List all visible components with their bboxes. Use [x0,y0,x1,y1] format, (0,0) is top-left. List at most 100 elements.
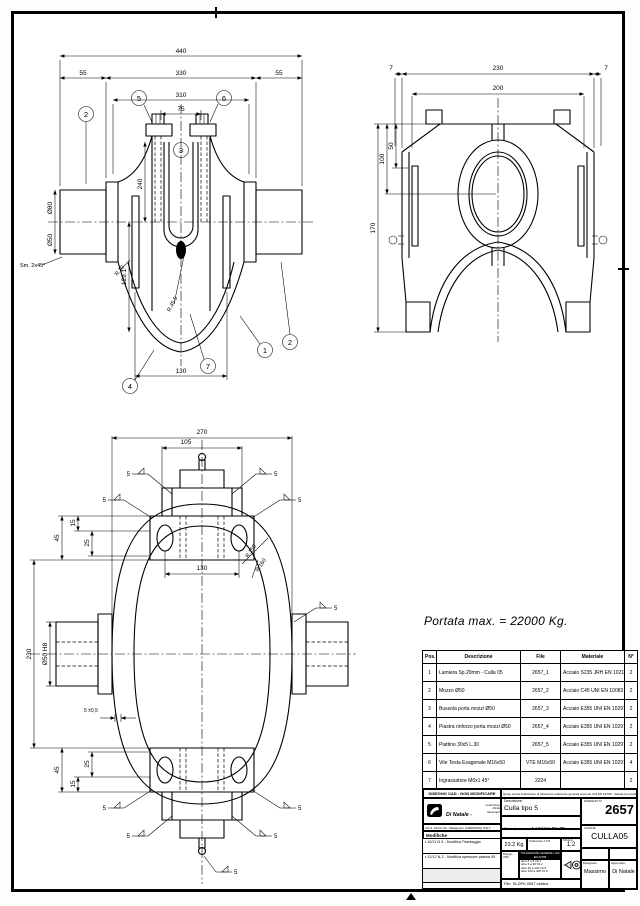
weld-symbol: 5 [231,467,278,495]
balloon-callout: 1 [239,315,273,358]
bottom-fold-mark [406,893,416,900]
dim-label: 170 [370,222,377,233]
modifiche-header: Modifiche [423,831,501,839]
cad-note: DISEGNO CAD - NON MODIFICARE [423,789,501,798]
plan-dimension-lines [32,436,292,792]
codice-cell: CODICE CULLA05 [581,825,638,848]
svg-text:5: 5 [127,834,131,840]
capacity-note: Portata max. = 22000 Kg. [424,614,568,628]
dim-label: 25 [84,760,91,768]
cell-mat: Acciaio E355 UNI EN 10297 [560,699,625,718]
cell-qty: 2 [624,717,638,736]
svg-text:5: 5 [137,94,141,103]
descrizione-value: Culla tipo 5 [504,804,539,812]
grezzo-label: Stato di grezzo: [504,827,528,829]
weld-symbol: 5 [103,789,153,812]
top-centering-mark [215,7,217,18]
cell-file: 2224 [520,771,561,790]
svg-text:6: 6 [222,94,226,103]
cell-pos: 7 [422,771,437,790]
cell-desc: Piattino 30x5 L.30 [436,735,521,754]
dim-label: Ø80 [47,201,54,214]
date-drawn-cell: Data: 23/09/04 [581,848,609,860]
dim-label: 45 [54,534,61,542]
front-balloons: 2 5 3 6 2 4 7 1 [78,90,298,394]
tolerance-row: oltre 30 a 120 ±0.3 [521,865,546,870]
radius-note: R.45.5 [166,296,179,313]
disegno-label: DISEGNO N° [584,799,603,803]
materiale-cell: Materiale: [501,829,581,838]
tolerance-row: oltre 6 a 30 ±0.2 [521,862,543,867]
plan-part-outline [55,452,349,856]
dim-label: 15 [70,780,77,788]
company-address: Via S. Pertini 20 - Madignano (CREMONA) … [423,824,501,831]
company-name-text: Di Natale - Bertelli S.p.A. [446,812,472,818]
codice-label: CODICE [584,826,596,830]
weld-symbol: 5 [103,493,153,519]
chamfer-note: Sm. 2x45° [20,263,45,269]
dim-label: 7 [604,65,608,72]
cell-mat: Acciaio S235 JRH EN 10210 [560,663,625,682]
revision-entry [423,869,500,883]
tolleranze-cell: Tolleranze ± 0.5 [527,838,561,851]
disegnato-cell: Disegnato: Massimo [581,860,609,890]
cell-mat [560,771,625,790]
svg-text:7: 7 [206,362,210,371]
revision-rows: r.10/11 N.3 - Modifica Tirantaggio r.12/… [423,839,501,890]
descrizione-label: Descrizione: [504,799,523,803]
dim-label: 240 [137,178,144,189]
scala-label: SCALA [563,838,573,842]
svg-text:2: 2 [288,338,292,347]
balloon-callout: 3 [173,142,189,158]
svg-text:3: 3 [179,146,183,155]
svg-text:2: 2 [84,110,88,119]
cell-file: 2657_5 [520,735,561,754]
cell-file: 2657_3 [520,699,561,718]
revision-entry: r.10/11 N.3 - Modifica Tirantaggio [423,839,500,854]
plan-view-drawing: 270 105 130 45 15 25 230 Ø50 H8 45 15 25… [26,429,356,884]
cell-pos: 2 [422,681,437,700]
svg-text:5: 5 [234,870,238,876]
dim-label: 310 [176,92,187,99]
dim-label: 15 [70,519,77,527]
projection-label-cell: Disegn. (SP) [501,851,519,879]
weld-symbol: 5 [293,601,338,623]
parts-table-header-row: Pos. Descrizione File Materiale N° [422,650,638,664]
tolerance-row: oltre 120 a 400 ±0.5 [521,869,548,874]
svg-text:5: 5 [103,498,107,504]
cell-file: 2657_4 [520,717,561,736]
front-view-drawing: 440 55 330 55 310 75 130 240 129.1 Ø80 Ø… [20,48,314,394]
dim-label: 230 [493,65,504,72]
cell-desc: Piastra rinforzo porta mozzi Ø50 [436,717,521,736]
front-dimension-lines [53,54,302,378]
dim-label: 130 [197,565,208,572]
tolerance-row: da 0.5 a 6 ±0.1 [521,858,541,863]
col-header-descrizione: Descrizione [436,650,521,664]
dim-label: 50 [388,142,395,150]
dim-label: 45 [54,766,61,774]
dim-label: 105 [181,439,192,446]
col-header-qty: N° [624,650,638,664]
dim-label: 5 ±0,5 [84,708,98,714]
scala-value: 1:2 [566,842,576,849]
balloon-callout: 6 [209,90,232,123]
balloon-callout: 7 [189,313,216,374]
cell-file: 2657_2 [520,681,561,700]
cell-file: 2657_1 [520,663,561,682]
svg-text:5: 5 [298,498,302,504]
weld-symbol: 5 [251,789,302,812]
revision-entry: r.12/12 N.2 - Modifica spessore piastra … [423,854,500,869]
codice-value: CULLA05 [591,831,628,842]
cell-mat: Acciaio E355 UNI EN 10297 [560,753,625,772]
cell-qty: 2 [624,735,638,754]
weld-symbol: 5 [203,855,238,876]
first-angle-projection-icon [563,860,580,870]
cell-pos: 6 [422,753,437,772]
weld-symbol: 5 [127,815,173,840]
company-logo-block: Di Natale - Bertelli S.p.A. costruzione … [423,798,501,824]
